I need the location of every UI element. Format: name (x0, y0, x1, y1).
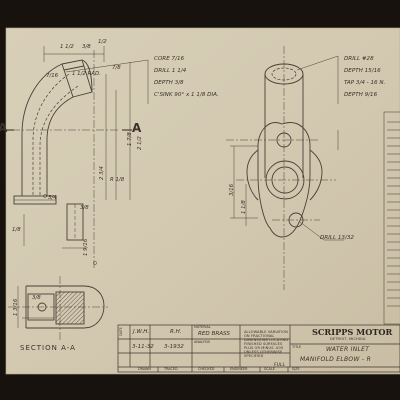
elbow-side-view (4, 46, 149, 270)
section-label: SECTION A-A (20, 344, 76, 352)
scale-value: FULL (274, 363, 286, 368)
checked-by-value: R.H. (170, 329, 182, 335)
note-core: CORE 7/16 (154, 56, 185, 62)
note-depth-15-16: DEPTH 15/16 (344, 68, 381, 74)
section-marker-left: A (0, 121, 8, 135)
dim-side-a: 1 7/8 (127, 132, 133, 146)
analysis-label: ANALYSIS (194, 340, 210, 344)
dim-top-b: 3/8 (82, 44, 91, 50)
footer-drawn: DRAWN (138, 367, 151, 371)
dim-sec-a: 1 3/16 (13, 298, 19, 316)
drawn-by-value: J.W.H. (133, 329, 150, 335)
dim-mid-b: 2 3/4 (99, 166, 105, 180)
date-1-value: 3-11-32 (132, 344, 154, 350)
dim-top-c: 1/2 (98, 39, 107, 45)
footer-scale: SCALE (264, 367, 275, 371)
drill-13-32-label: DRILL 13/32 (320, 235, 354, 241)
footer-size: SIZE (292, 367, 300, 371)
dim-lower-c: 3/8 (80, 205, 89, 211)
title-line-1: WATER INLET (326, 346, 370, 353)
company-name: SCRIPPS MOTOR (312, 327, 393, 337)
dim-left-a: 7/16 (46, 73, 59, 79)
dim-rad-a: 1 1/2 RAD. (72, 71, 101, 77)
dim-side-b: 2 1/2 (137, 136, 143, 150)
note-depth: DEPTH 3/8 (154, 80, 184, 86)
section-a-a-view (8, 276, 108, 340)
dim-lower-a: 1 9/16 (83, 238, 89, 256)
footer-checked: CHECKED (198, 367, 215, 371)
section-marker-right: A (132, 121, 142, 135)
footer-engineer: ENGINEER (230, 367, 248, 371)
dim-right-a: 3/16 (229, 183, 235, 196)
dim-rad-b: 7/8 (112, 65, 121, 71)
elbow-plan-view (226, 46, 344, 290)
note-csink: C'SINK 90° x 1 1/8 DIA. (154, 92, 219, 98)
title-block (117, 324, 400, 373)
dim-lower-b: 1/8 (12, 227, 21, 233)
drawn-label: DATE (119, 327, 123, 336)
note-drill-28: DRILL #28 (344, 56, 374, 62)
dim-mid-a: 3/4 (48, 195, 57, 201)
note-drill: DRILL 1 1/4 (154, 68, 187, 74)
dim-side-c: R 1/8 (110, 177, 125, 183)
footer-traced: TRACED (164, 367, 178, 371)
note-depth-9-16: DEPTH 9/16 (344, 92, 378, 98)
dim-right-b: 1 1/8 (241, 200, 247, 214)
tolerance-notice: ALLOWABLE VARIATION ON FRACTIONAL DIMENS… (244, 330, 289, 358)
revision-block (383, 111, 400, 325)
note-tap: TAP 3/4 - 16 N. (344, 80, 386, 86)
company-location: DETROIT, MICHIGA (330, 337, 366, 341)
title-label: TITLE (292, 345, 302, 349)
material-label: MATERIAL (194, 325, 211, 329)
date-2-value: 3-1932 (164, 344, 184, 350)
dim-top-a: 1 1/2 (60, 44, 74, 50)
dim-sec-b: 3/8 (32, 295, 41, 301)
title-line-2: MANIFOLD ELBOW - R (300, 356, 372, 363)
material-value: RED BRASS (198, 331, 230, 337)
